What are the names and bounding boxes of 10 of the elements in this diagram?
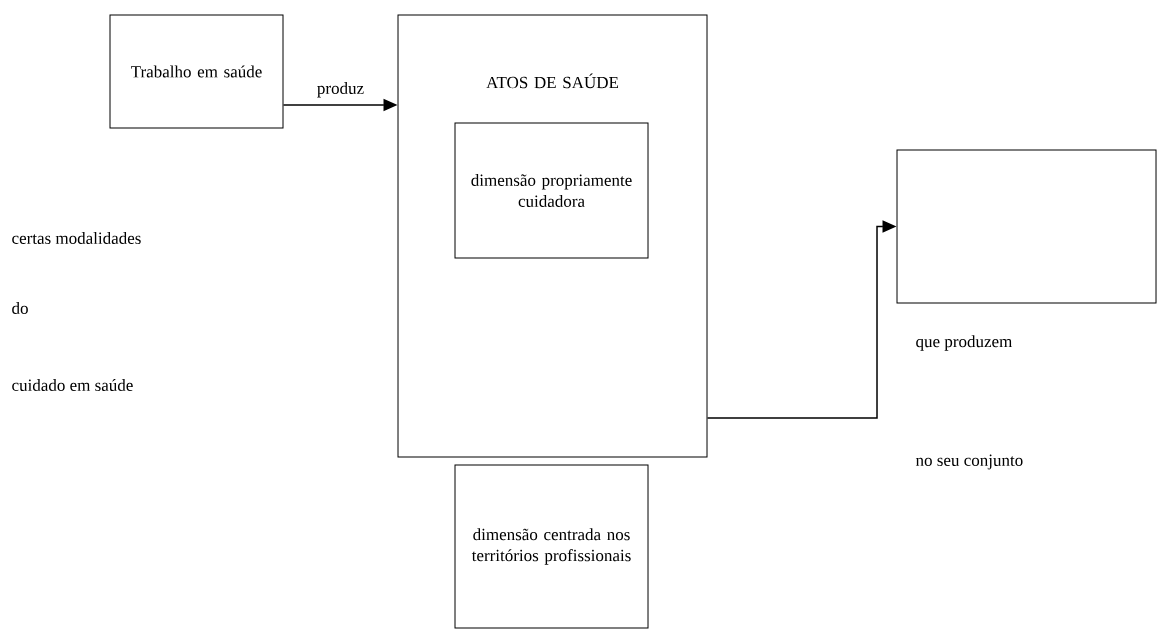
edge-label: produz [317, 82, 364, 98]
text-label: certas modalidades [12, 232, 141, 244]
beside-text: que produzem [916, 335, 1013, 351]
box: Trabalho em saúde [109, 14, 284, 129]
text-label: do [12, 302, 28, 314]
box [896, 149, 1157, 304]
text-label: cuidado em saúde [12, 379, 133, 391]
inner-box: dimensão propriamente cuidadora [454, 122, 649, 259]
box: dimensão centrada nos territórios profissionais [454, 464, 649, 629]
text-label: no seu conjunto [915, 454, 1023, 470]
